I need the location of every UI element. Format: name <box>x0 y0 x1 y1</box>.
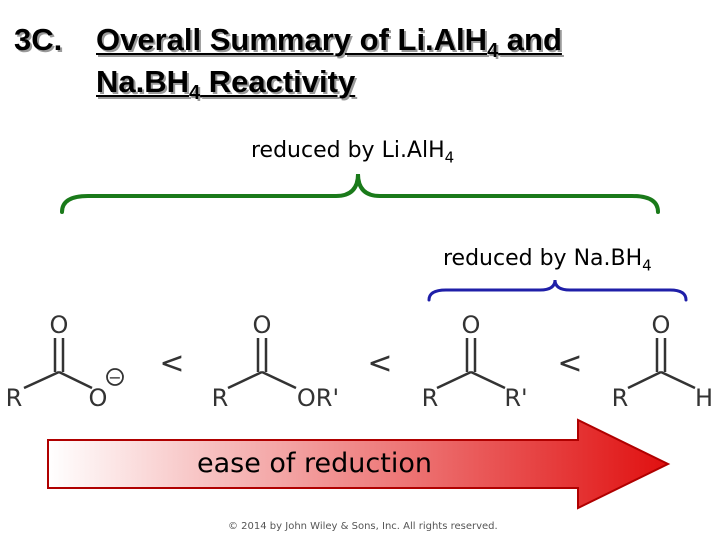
carboxylate-structure <box>23 338 93 390</box>
title-line-2-main: Na.BH <box>96 64 190 99</box>
lialh4-brace <box>60 173 660 214</box>
nabh4-brace <box>427 279 688 302</box>
title-line-2: Na.BH4 Reactivity <box>96 64 355 105</box>
negative-charge-circle <box>106 368 124 386</box>
ease-of-reduction-arrow <box>47 418 671 510</box>
ester-right-group: OR' <box>297 384 339 412</box>
arrow-label: ease of reduction <box>197 448 432 479</box>
ketone-right-group: R' <box>504 384 527 412</box>
aldehyde-left-group: R <box>612 384 629 412</box>
title-line-1-subscript: 4 <box>487 40 499 63</box>
nabh4-label: reduced by Na.BH4 <box>443 246 652 274</box>
aldehyde-structure <box>627 338 696 390</box>
title-line-1-main: Overall Summary of Li.AlH <box>96 22 488 57</box>
title-line-1: Overall Summary of Li.AlH4 and <box>96 22 562 63</box>
carboxylate-right-atom: O <box>89 384 108 412</box>
aldehyde-right-atom: H <box>695 384 713 412</box>
nabh4-label-subscript: 4 <box>642 256 652 275</box>
nabh4-label-main: reduced by Na.BH <box>443 246 643 271</box>
carboxylate-top-atom: O <box>50 311 69 339</box>
ketone-left-group: R <box>422 384 439 412</box>
ester-top-atom: O <box>253 311 272 339</box>
carboxylate-left-group: R <box>6 384 23 412</box>
comparator-1: < <box>159 346 184 381</box>
title-line-2-end: Reactivity <box>200 64 356 99</box>
comparator-3: < <box>557 346 582 381</box>
ketone-structure <box>436 338 506 390</box>
copyright-text: © 2014 by John Wiley & Sons, Inc. All ri… <box>228 521 498 532</box>
negative-charge-sign: − <box>108 368 121 387</box>
lialh4-label-subscript: 4 <box>444 148 455 167</box>
lialh4-label-main: reduced by Li.AlH <box>251 138 445 163</box>
ester-left-group: R <box>212 384 229 412</box>
comparator-2: < <box>367 346 392 381</box>
title-line-2-subscript: 4 <box>189 82 201 105</box>
lialh4-label: reduced by Li.AlH4 <box>251 138 454 166</box>
section-number: 3C. <box>14 22 63 57</box>
ester-structure <box>227 338 297 390</box>
aldehyde-top-atom: O <box>652 311 671 339</box>
ketone-top-atom: O <box>462 311 481 339</box>
title-line-1-end: and <box>498 22 562 57</box>
